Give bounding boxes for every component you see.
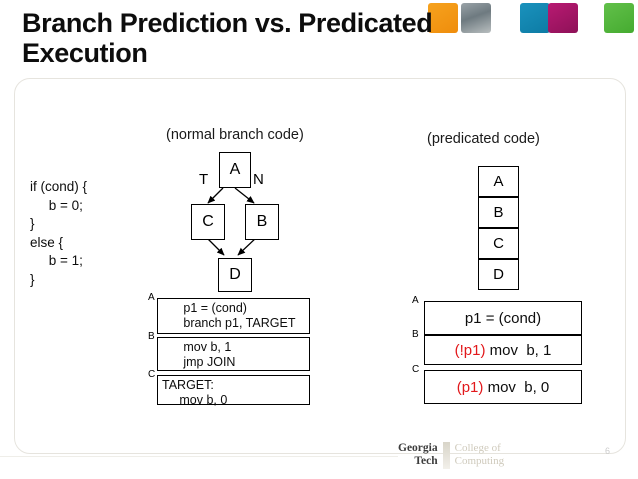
asm-block-tag-a: A — [148, 292, 155, 303]
asm-block-a-text: p1 = (cond) branch p1, TARGET — [183, 301, 296, 330]
college-of-computing-wordmark: College of Computing — [455, 442, 505, 467]
predicated-block-d[interactable]: D — [478, 259, 519, 290]
predicated-asm-instruction-c: mov b, 0 — [483, 378, 550, 396]
predicated-asm-instruction-b: mov b, 1 — [485, 341, 552, 359]
asm-block-tag-c: C — [148, 369, 156, 380]
predicated-block-c[interactable]: C — [478, 228, 519, 259]
cfg-node-b[interactable]: B — [245, 204, 279, 240]
asm-block-c[interactable]: TARGET: mov b, 0 — [157, 375, 310, 407]
predicated-caption: (predicated code) — [427, 131, 540, 147]
georgia-tech-logo: Georgia Tech College of Computing — [398, 442, 504, 472]
predicated-asm-instruction-a: p1 = (cond) — [464, 309, 542, 327]
predicated-block-a[interactable]: A — [478, 166, 519, 197]
gt-org-line2: Tech — [414, 454, 438, 467]
page-title: Branch Prediction vs. Predicated Executi… — [22, 8, 433, 69]
teal-square-icon — [520, 3, 550, 33]
orange-square-icon — [428, 3, 458, 33]
predicated-asm-tag-c: C — [412, 364, 420, 375]
asm-block-b[interactable]: mov b, 1 jmp JOIN — [157, 337, 310, 371]
footer-divider — [0, 456, 398, 457]
gt-org-line1: Georgia — [398, 442, 438, 454]
cfg-edge-label-not-taken: N — [253, 171, 264, 188]
predicated-asm-tag-a: A — [412, 295, 419, 306]
predicated-asm-predicate-c: (p1) — [456, 378, 484, 396]
predicated-asm-row-a[interactable]: p1 = (cond) — [424, 301, 582, 335]
asm-block-c-text: TARGET: mov b, 0 — [162, 378, 228, 407]
predicated-asm-row-b[interactable]: (!p1) mov b, 1 — [424, 335, 582, 365]
cfg-node-d[interactable]: D — [218, 258, 252, 292]
cfg-edge-label-taken: T — [199, 171, 209, 188]
source-code-snippet: if (cond) { b = 0; } else { b = 1; } — [30, 179, 88, 287]
cityscape-square-icon — [461, 3, 491, 33]
gt-unit-line1: College of — [454, 442, 501, 454]
asm-block-tag-b: B — [148, 331, 155, 342]
predicated-block-b[interactable]: B — [478, 197, 519, 228]
green-square-icon — [604, 3, 634, 33]
cfg-edges — [205, 187, 258, 256]
normal-branch-caption: (normal branch code) — [166, 127, 304, 143]
asm-block-b-text: mov b, 1 jmp JOIN — [183, 340, 236, 369]
cfg-node-c[interactable]: C — [191, 204, 225, 240]
predicated-asm-row-c[interactable]: (p1) mov b, 0 — [424, 370, 582, 404]
magenta-square-icon — [548, 3, 578, 33]
georgia-tech-wordmark: Georgia Tech — [398, 442, 438, 467]
logo-divider-icon — [442, 442, 450, 469]
predicated-asm-predicate-b: (!p1) — [454, 341, 486, 359]
predicated-asm-tag-b: B — [412, 329, 419, 340]
gt-unit-line2: Computing — [454, 454, 505, 467]
page-number: 6 — [605, 446, 611, 456]
asm-block-a[interactable]: p1 = (cond) branch p1, TARGET — [157, 298, 310, 334]
decorative-square-strip — [428, 3, 634, 35]
cfg-node-a[interactable]: A — [219, 152, 251, 188]
